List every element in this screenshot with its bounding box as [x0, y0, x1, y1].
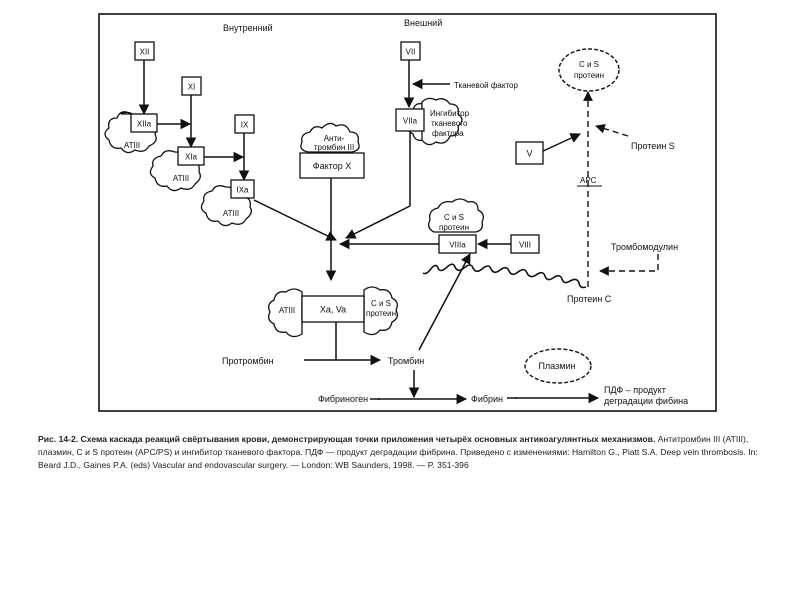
cs-protein-low-line1: С и S	[371, 299, 391, 308]
tissue-factor-label: Тканевой фактор	[454, 81, 518, 90]
figure-caption: Рис. 14-2. Схема каскада реакций свёртыв…	[38, 433, 768, 472]
xi-box	[181, 76, 202, 96]
xiia-label: XIIa	[137, 120, 152, 129]
ix-label: IX	[241, 121, 249, 130]
extrinsic-pathway-label: Внешний	[404, 18, 442, 28]
v-box	[515, 141, 544, 165]
apc-label: АРС	[580, 176, 597, 185]
ixa-box	[230, 179, 255, 199]
cs-protein-mid-line2: протеин	[439, 223, 469, 232]
plasmin-label: Плазмин	[539, 361, 576, 371]
xiia-box	[130, 113, 158, 133]
xii-label: XII	[140, 48, 150, 57]
atiii-label-4: ATIII	[279, 306, 295, 315]
cs-protein-top-line1: С и S	[579, 60, 599, 69]
xava-box	[301, 295, 365, 323]
viiia-label: VIIIa	[449, 241, 466, 250]
thrombomodulin-squiggle	[422, 263, 587, 289]
viia-box	[395, 108, 425, 132]
cs-protein-top-line2: протеин	[574, 71, 604, 80]
thrombomodulin-label: Тромбомодулин	[611, 242, 678, 252]
antithrombin-label-line2: тромбин III	[314, 143, 354, 152]
vii-box	[400, 41, 421, 61]
tfpi-label-line2: тканевого	[431, 119, 468, 128]
antithrombin-cloud	[300, 122, 360, 153]
xi-label: XI	[188, 83, 196, 92]
xia-label: XIa	[185, 153, 198, 162]
xia-box	[177, 146, 205, 166]
factor-x-box	[299, 152, 365, 179]
fibrinogen-label: Фибриноген	[318, 394, 368, 404]
cs-protein-cloud-mid	[428, 198, 484, 233]
vii-label: VII	[406, 48, 416, 57]
fdp-label-line2: деградации фибина	[604, 396, 688, 406]
tfpi-label-line1: Ингибитор	[430, 109, 470, 118]
atiii-cloud-4	[268, 288, 303, 338]
cs-protein-low-line2: протеин	[366, 309, 396, 318]
protein-c-label: Протеин С	[567, 294, 612, 304]
xii-box	[134, 41, 155, 61]
prothrombin-label: Протромбин	[222, 356, 274, 366]
atiii-label-2: ATIII	[173, 174, 189, 183]
fibrin-label: Фибрин	[471, 394, 503, 404]
caption-text: Антитромбин III (ATIII), плазмин, С и S …	[38, 434, 758, 470]
plasmin-ellipse	[524, 348, 592, 384]
viia-label: VIIa	[403, 117, 418, 126]
cs-protein-mid-line1: С и S	[444, 213, 464, 222]
intrinsic-pathway-label: Внутренний	[223, 23, 273, 33]
atiii-label-3: ATIII	[223, 209, 239, 218]
antithrombin-label-line1: Анти-	[324, 134, 345, 143]
tfpi-cloud-right	[421, 97, 463, 146]
tfpi-label-line3: фактора	[432, 129, 464, 138]
protein-s-label: Протеин S	[631, 141, 675, 151]
caption-title: Рис. 14-2. Схема каскада реакций свёртыв…	[38, 434, 656, 444]
ix-box	[234, 114, 255, 134]
viii-label: VIII	[519, 241, 531, 250]
atiii-label-1: ATIII	[124, 141, 140, 150]
viiia-box	[438, 234, 477, 254]
cs-protein-cloud-low	[363, 286, 398, 336]
viii-box	[510, 234, 540, 254]
factor-x-label: Фактор X	[313, 161, 351, 171]
cs-protein-ellipse-top	[558, 48, 620, 92]
thrombin-label: Тромбин	[388, 356, 424, 366]
ixa-label: IXa	[236, 186, 249, 195]
xava-label: Xa, Va	[320, 305, 346, 315]
diagram-frame	[98, 13, 717, 412]
v-label: V	[526, 149, 532, 159]
fdp-label-line1: ПДФ – продукт	[604, 385, 666, 395]
